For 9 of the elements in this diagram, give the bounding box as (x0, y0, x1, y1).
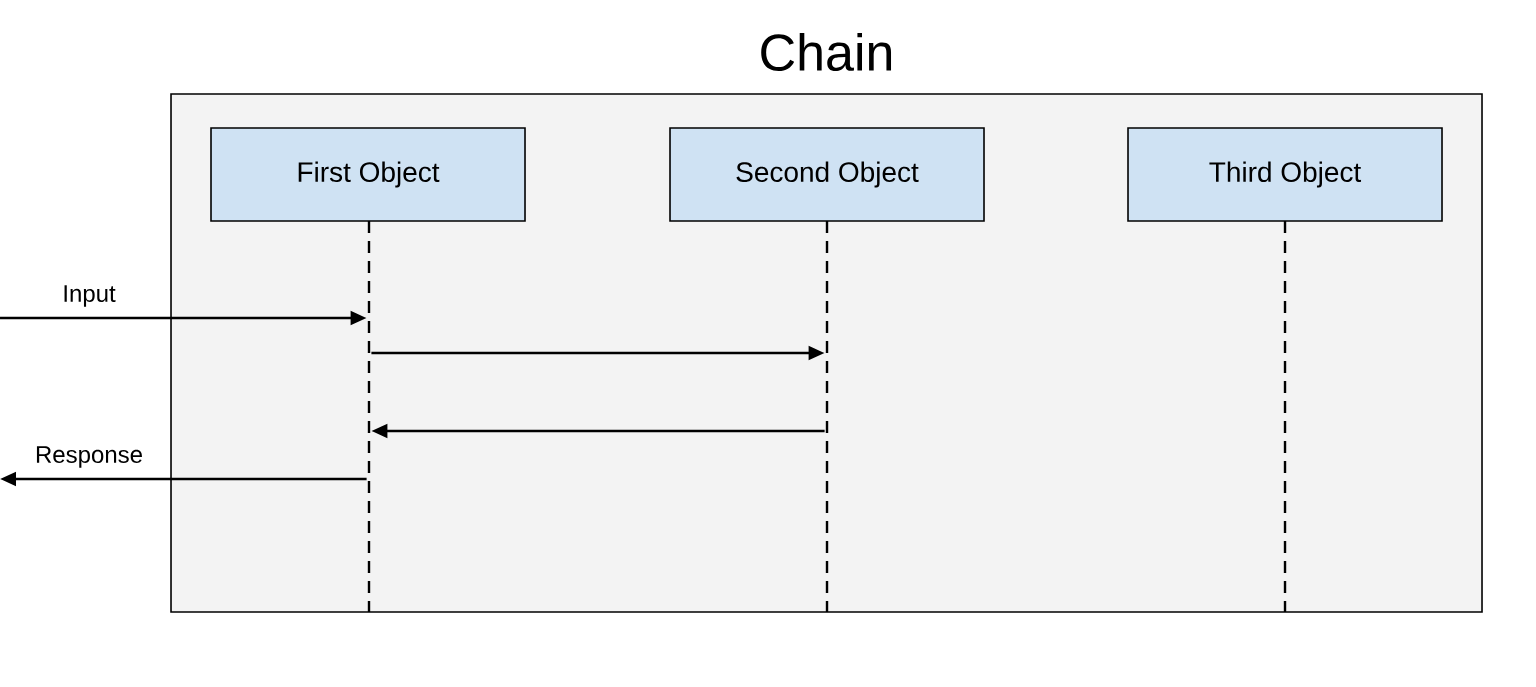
object-box: Second Object (669, 127, 985, 222)
object-box: First Object (210, 127, 526, 222)
lifeline (1283, 221, 1287, 612)
node-label: Chain (761, 32, 892, 72)
lifeline (825, 221, 829, 612)
edge-label: Response (36, 446, 142, 468)
lifeline (367, 221, 371, 612)
object-box: Third Object (1127, 127, 1443, 222)
edge-label: Input (64, 285, 116, 307)
